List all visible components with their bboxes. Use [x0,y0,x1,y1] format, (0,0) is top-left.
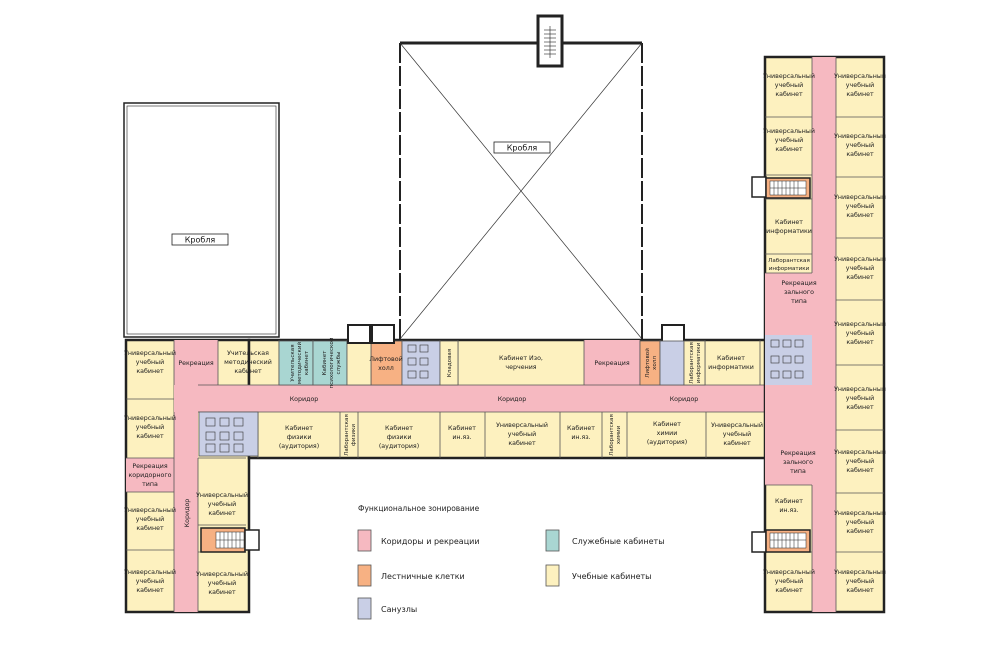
legend-swatch-classroom [545,564,560,587]
left-corridor-label: Коридор [184,499,191,528]
legend-wc: Санузлы [381,605,417,614]
central-recreation-label: Рекреация [594,360,630,367]
corridor-2-label: Коридор [498,396,527,403]
roof-left-label: Кробля [185,236,216,245]
service-1-label: Учительскаяметодическийкабинет [290,341,310,384]
legend-swatch-corridor [357,529,372,552]
lab-info-label: Лаборантскаяинформатики [689,342,702,384]
lift-hall-2-label: Лифтовойхолл [644,348,658,378]
legend-swatch-service [545,529,560,552]
roof-center: Кробля [399,14,643,340]
lab-2-label: Лаборантскаяхимии [609,414,622,456]
legend-corridor: Коридоры и рекреации [381,537,480,546]
left-recreation-top: Рекреация [178,360,214,367]
legend-stairs: Лестничные клетки [381,572,465,581]
legend-service: Служебные кабинеты [572,537,665,546]
service-2-label: Кабинетпсихологическойслужбы [322,337,342,388]
corridor-3-label: Коридор [670,396,699,403]
roof-left: Кробля [123,102,280,338]
legend: Функциональное зонирование Коридоры и ре… [357,504,665,620]
lab-1-label: Лаборантскаяфизики [344,414,357,456]
storage-label: Кладовая [447,349,453,377]
legend-swatch-wc [357,597,372,620]
legend-swatch-stairs [357,564,372,587]
roof-center-label: Кробля [507,144,538,153]
art-room-label: Кабинет Изо,черчения [499,354,543,371]
legend-classroom: Учебные кабинеты [572,572,651,581]
corridor-1-label: Коридор [290,396,319,403]
legend-title: Функциональное зонирование [358,504,480,513]
